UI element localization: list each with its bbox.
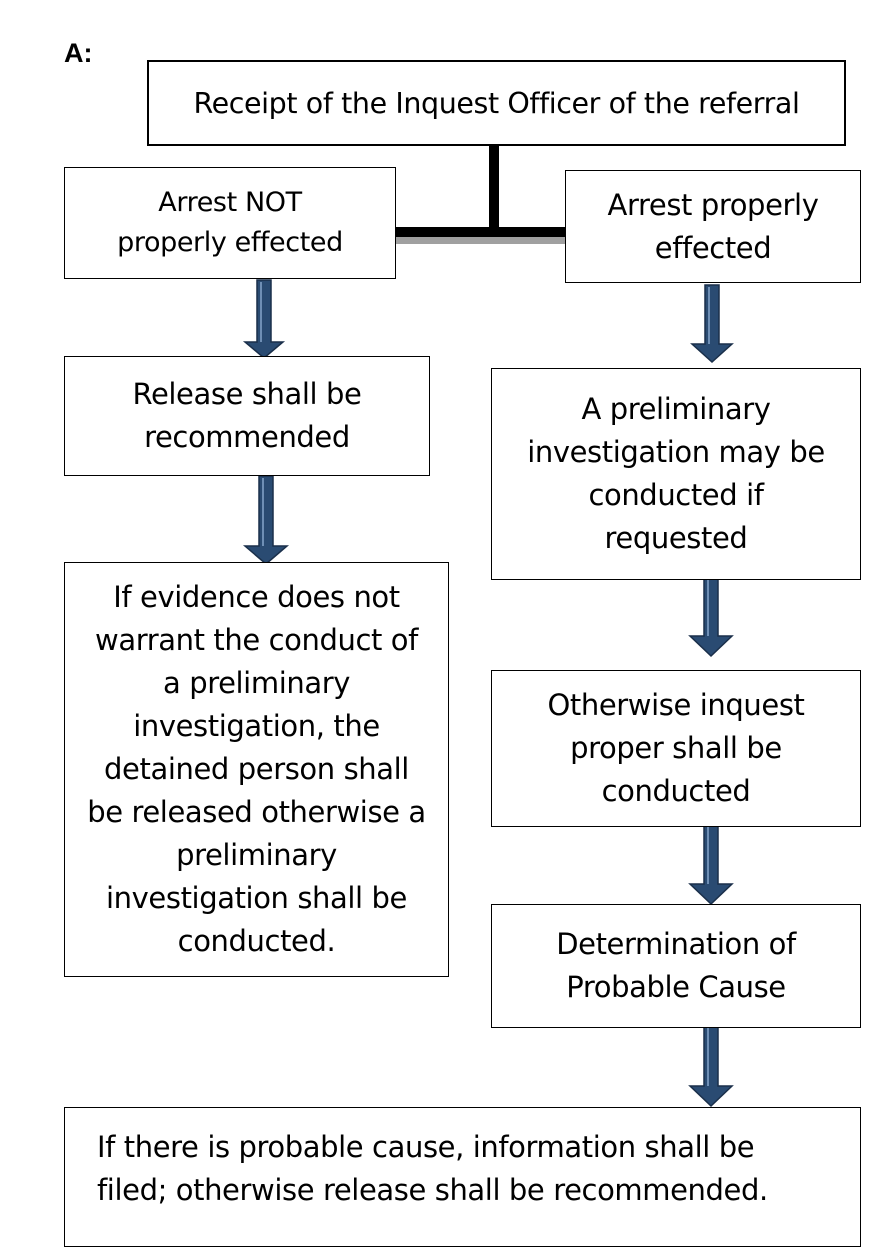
node-final: If there is probable cause, information … <box>64 1107 861 1247</box>
node-arrest-not-effected-text: Arrest NOT properly effected <box>117 187 343 258</box>
arrow-inquest-to-probable <box>688 823 734 906</box>
node-arrest-effected: Arrest properly effected <box>565 170 861 283</box>
node-probable-cause-text: Determination of Probable Cause <box>556 927 796 1004</box>
node-arrest-effected-text: Arrest properly effected <box>607 187 819 265</box>
node-evidence-text: If evidence does not warrant the conduct… <box>87 580 426 958</box>
node-arrest-not-effected: Arrest NOT properly effected <box>64 167 396 279</box>
arrow-prelim-to-inquest <box>688 576 734 658</box>
node-inquest: Otherwise inquest proper shall be conduc… <box>491 670 861 827</box>
node-final-text: If there is probable cause, information … <box>97 1130 768 1207</box>
connector-layer <box>242 145 734 1108</box>
node-inquest-text: Otherwise inquest proper shall be conduc… <box>547 688 805 808</box>
arrow-probable-to-final <box>688 1024 734 1108</box>
connector-shadow <box>396 235 565 244</box>
node-evidence: If evidence does not warrant the conduct… <box>64 562 449 977</box>
section-label: A: <box>64 38 93 68</box>
node-probable-cause: Determination of Probable Cause <box>491 904 861 1028</box>
vertical-connector <box>489 145 499 237</box>
arrow-not-to-release <box>242 279 286 359</box>
branch-connector <box>396 145 565 244</box>
arrow-release-to-evidence <box>242 475 290 565</box>
arrow-ok-to-prelim <box>690 284 734 364</box>
node-preliminary-text: A preliminary investigation may be condu… <box>527 392 825 555</box>
horizontal-connector <box>396 227 565 237</box>
node-release: Release shall be recommended <box>64 356 430 476</box>
node-preliminary: A preliminary investigation may be condu… <box>491 368 861 580</box>
node-release-text: Release shall be recommended <box>132 377 362 454</box>
node-receipt-text: Receipt of the Inquest Officer of the re… <box>193 86 800 120</box>
node-receipt: Receipt of the Inquest Officer of the re… <box>147 60 846 146</box>
